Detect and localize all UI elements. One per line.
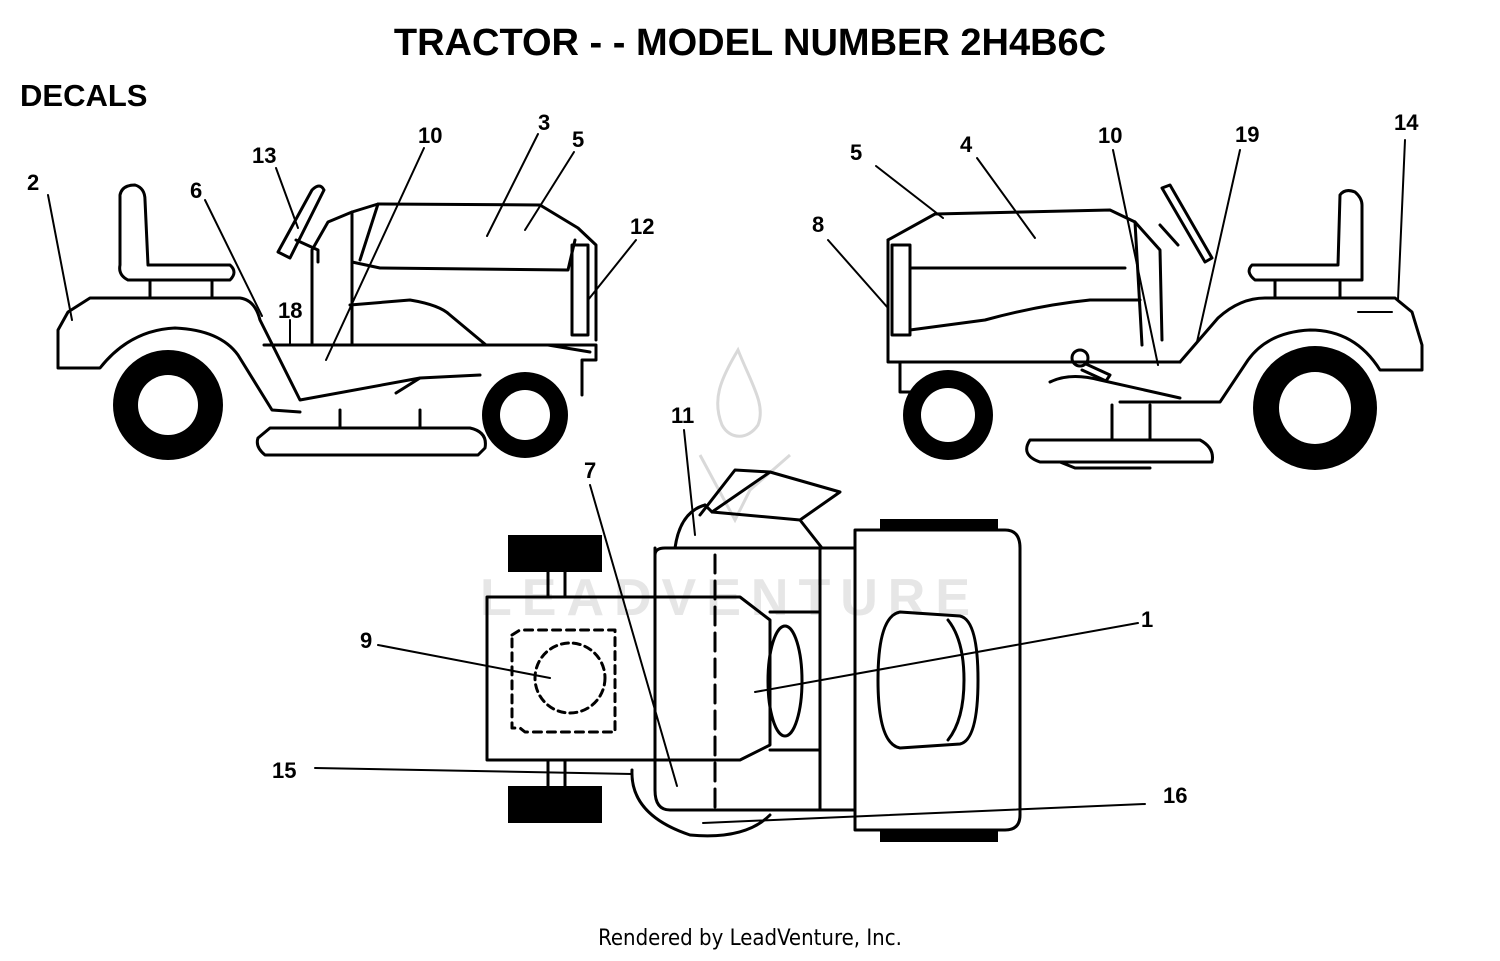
section-label: DECALS — [20, 78, 148, 113]
callout-11: 11 — [671, 403, 694, 428]
callout-14: 14 — [1394, 110, 1419, 135]
callout-16: 16 — [1163, 783, 1187, 808]
tractor-top-view — [485, 468, 1022, 842]
callout-15: 15 — [272, 758, 296, 783]
callout-12: 12 — [630, 214, 654, 239]
callout-3: 3 — [538, 110, 550, 135]
callout-10b: 10 — [1098, 123, 1122, 148]
footer-credit: Rendered by LeadVenture, Inc. — [598, 926, 902, 951]
callout-18: 18 — [278, 298, 302, 323]
callout-8: 8 — [812, 212, 824, 237]
callout-10: 10 — [418, 123, 442, 148]
callout-19: 19 — [1235, 122, 1259, 147]
callout-4: 4 — [960, 132, 973, 157]
callout-13: 13 — [252, 143, 276, 168]
callout-7: 7 — [584, 458, 596, 483]
callout-6: 6 — [190, 178, 202, 203]
callout-numbers: 2 6 13 18 10 3 5 12 8 5 4 10 19 14 11 7 … — [27, 110, 1419, 808]
callout-1: 1 — [1141, 607, 1153, 632]
callout-2: 2 — [27, 170, 39, 195]
callout-5b: 5 — [850, 140, 862, 165]
tractor-right-side-view — [886, 183, 1424, 470]
callout-9: 9 — [360, 628, 372, 653]
callout-5: 5 — [572, 127, 584, 152]
callout-leaders — [47, 133, 1406, 824]
tractor-left-side-view — [56, 183, 598, 460]
diagram-title: TRACTOR - - MODEL NUMBER 2H4B6C — [393, 22, 1107, 64]
